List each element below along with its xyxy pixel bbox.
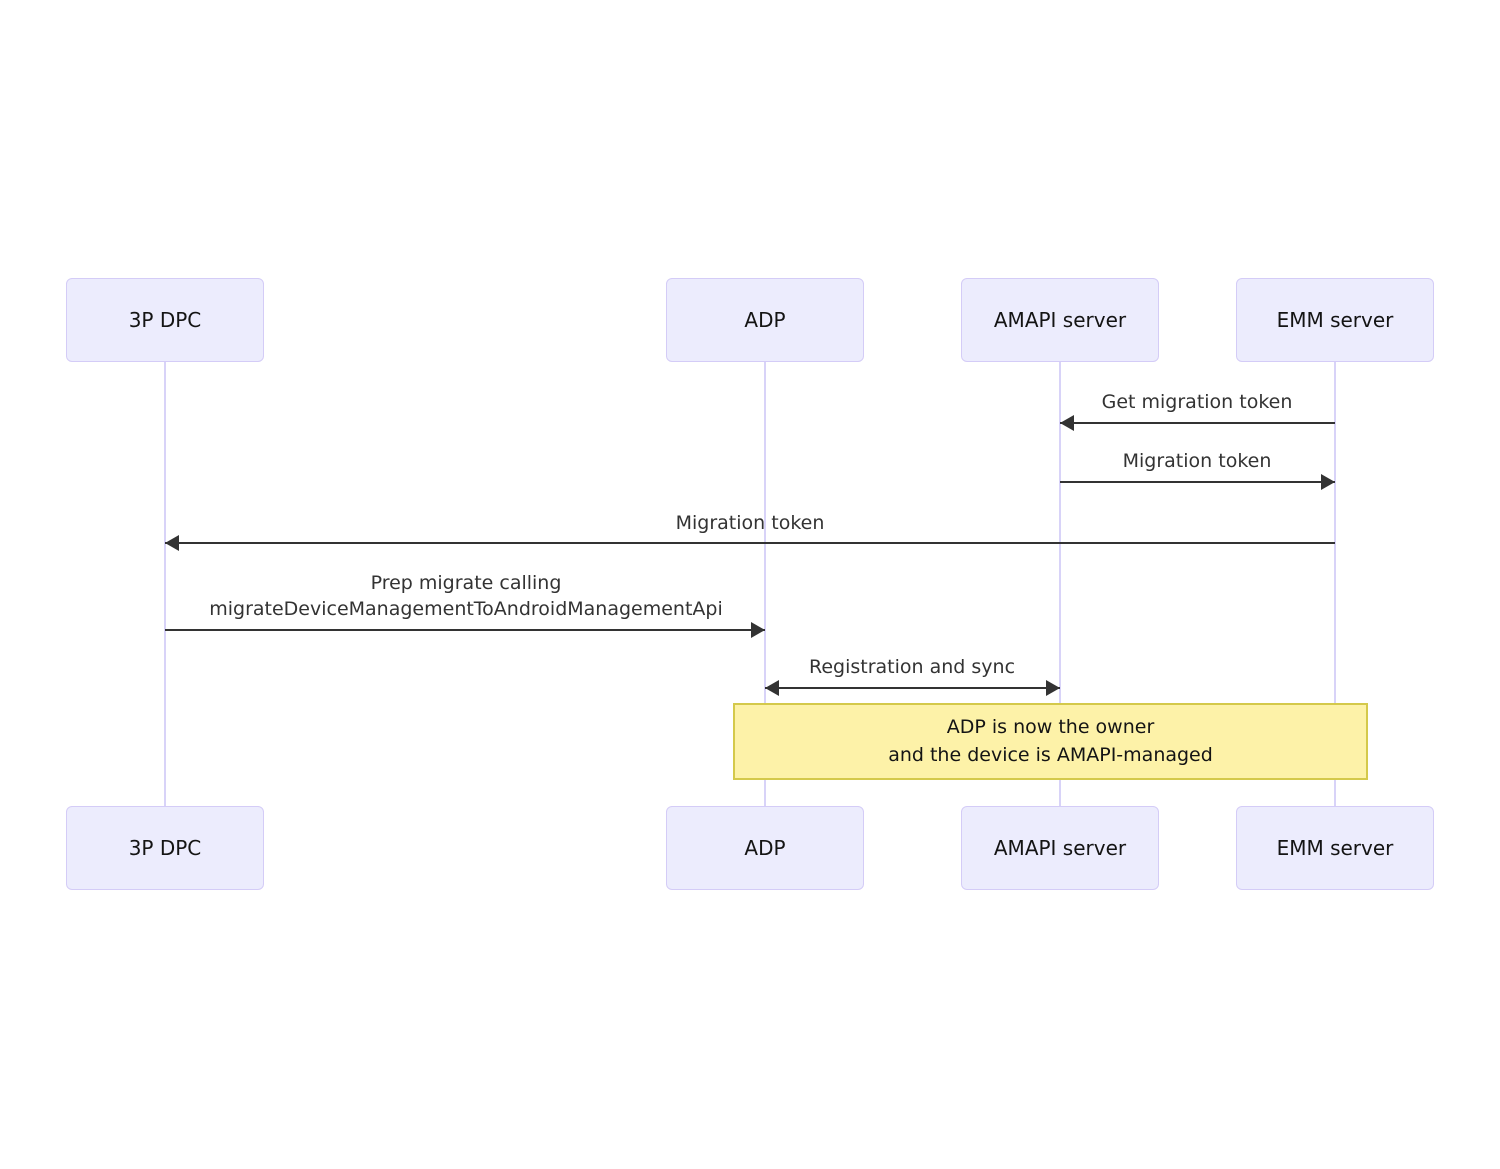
participant-label: ADP — [744, 308, 786, 332]
participant-footer-amapi[interactable]: AMAPI server — [961, 806, 1159, 890]
participant-label: 3P DPC — [128, 836, 202, 860]
message-label: Get migration token — [1101, 391, 1293, 413]
note-box: ADP is now the owner and the device is A… — [733, 703, 1368, 780]
message-line — [1060, 481, 1335, 483]
message-line — [165, 629, 765, 631]
participant-label: 3P DPC — [128, 308, 202, 332]
note-text: ADP is now the owner and the device is A… — [888, 715, 1213, 766]
arrow-head-left — [1060, 415, 1074, 431]
message-label: Prep migrate calling migrateDeviceManage… — [209, 572, 723, 620]
participant-header-emm[interactable]: EMM server — [1236, 278, 1434, 362]
message-line — [165, 542, 1335, 544]
arrow-head-left — [165, 535, 179, 551]
participant-footer-adp[interactable]: ADP — [666, 806, 864, 890]
arrow-head-left — [765, 680, 779, 696]
participant-label: AMAPI server — [993, 308, 1127, 332]
message-line — [1060, 422, 1335, 424]
participant-label: ADP — [744, 836, 786, 860]
lifeline-adp — [764, 362, 766, 806]
message-label: Migration token — [675, 512, 825, 534]
lifeline-dpc — [164, 362, 166, 806]
lifeline-emm — [1334, 362, 1336, 806]
arrow-head-right — [751, 622, 765, 638]
participant-footer-emm[interactable]: EMM server — [1236, 806, 1434, 890]
lifeline-amapi — [1059, 362, 1061, 806]
participant-footer-dpc[interactable]: 3P DPC — [66, 806, 264, 890]
participant-header-dpc[interactable]: 3P DPC — [66, 278, 264, 362]
participant-header-amapi[interactable]: AMAPI server — [961, 278, 1159, 362]
message-line — [765, 687, 1060, 689]
arrow-head-right — [1046, 680, 1060, 696]
message-label: Migration token — [1122, 450, 1272, 472]
participant-label: EMM server — [1276, 836, 1394, 860]
arrow-head-right — [1321, 474, 1335, 490]
participant-label: EMM server — [1276, 308, 1394, 332]
participant-header-adp[interactable]: ADP — [666, 278, 864, 362]
message-label: Registration and sync — [808, 656, 1016, 678]
participant-label: AMAPI server — [993, 836, 1127, 860]
